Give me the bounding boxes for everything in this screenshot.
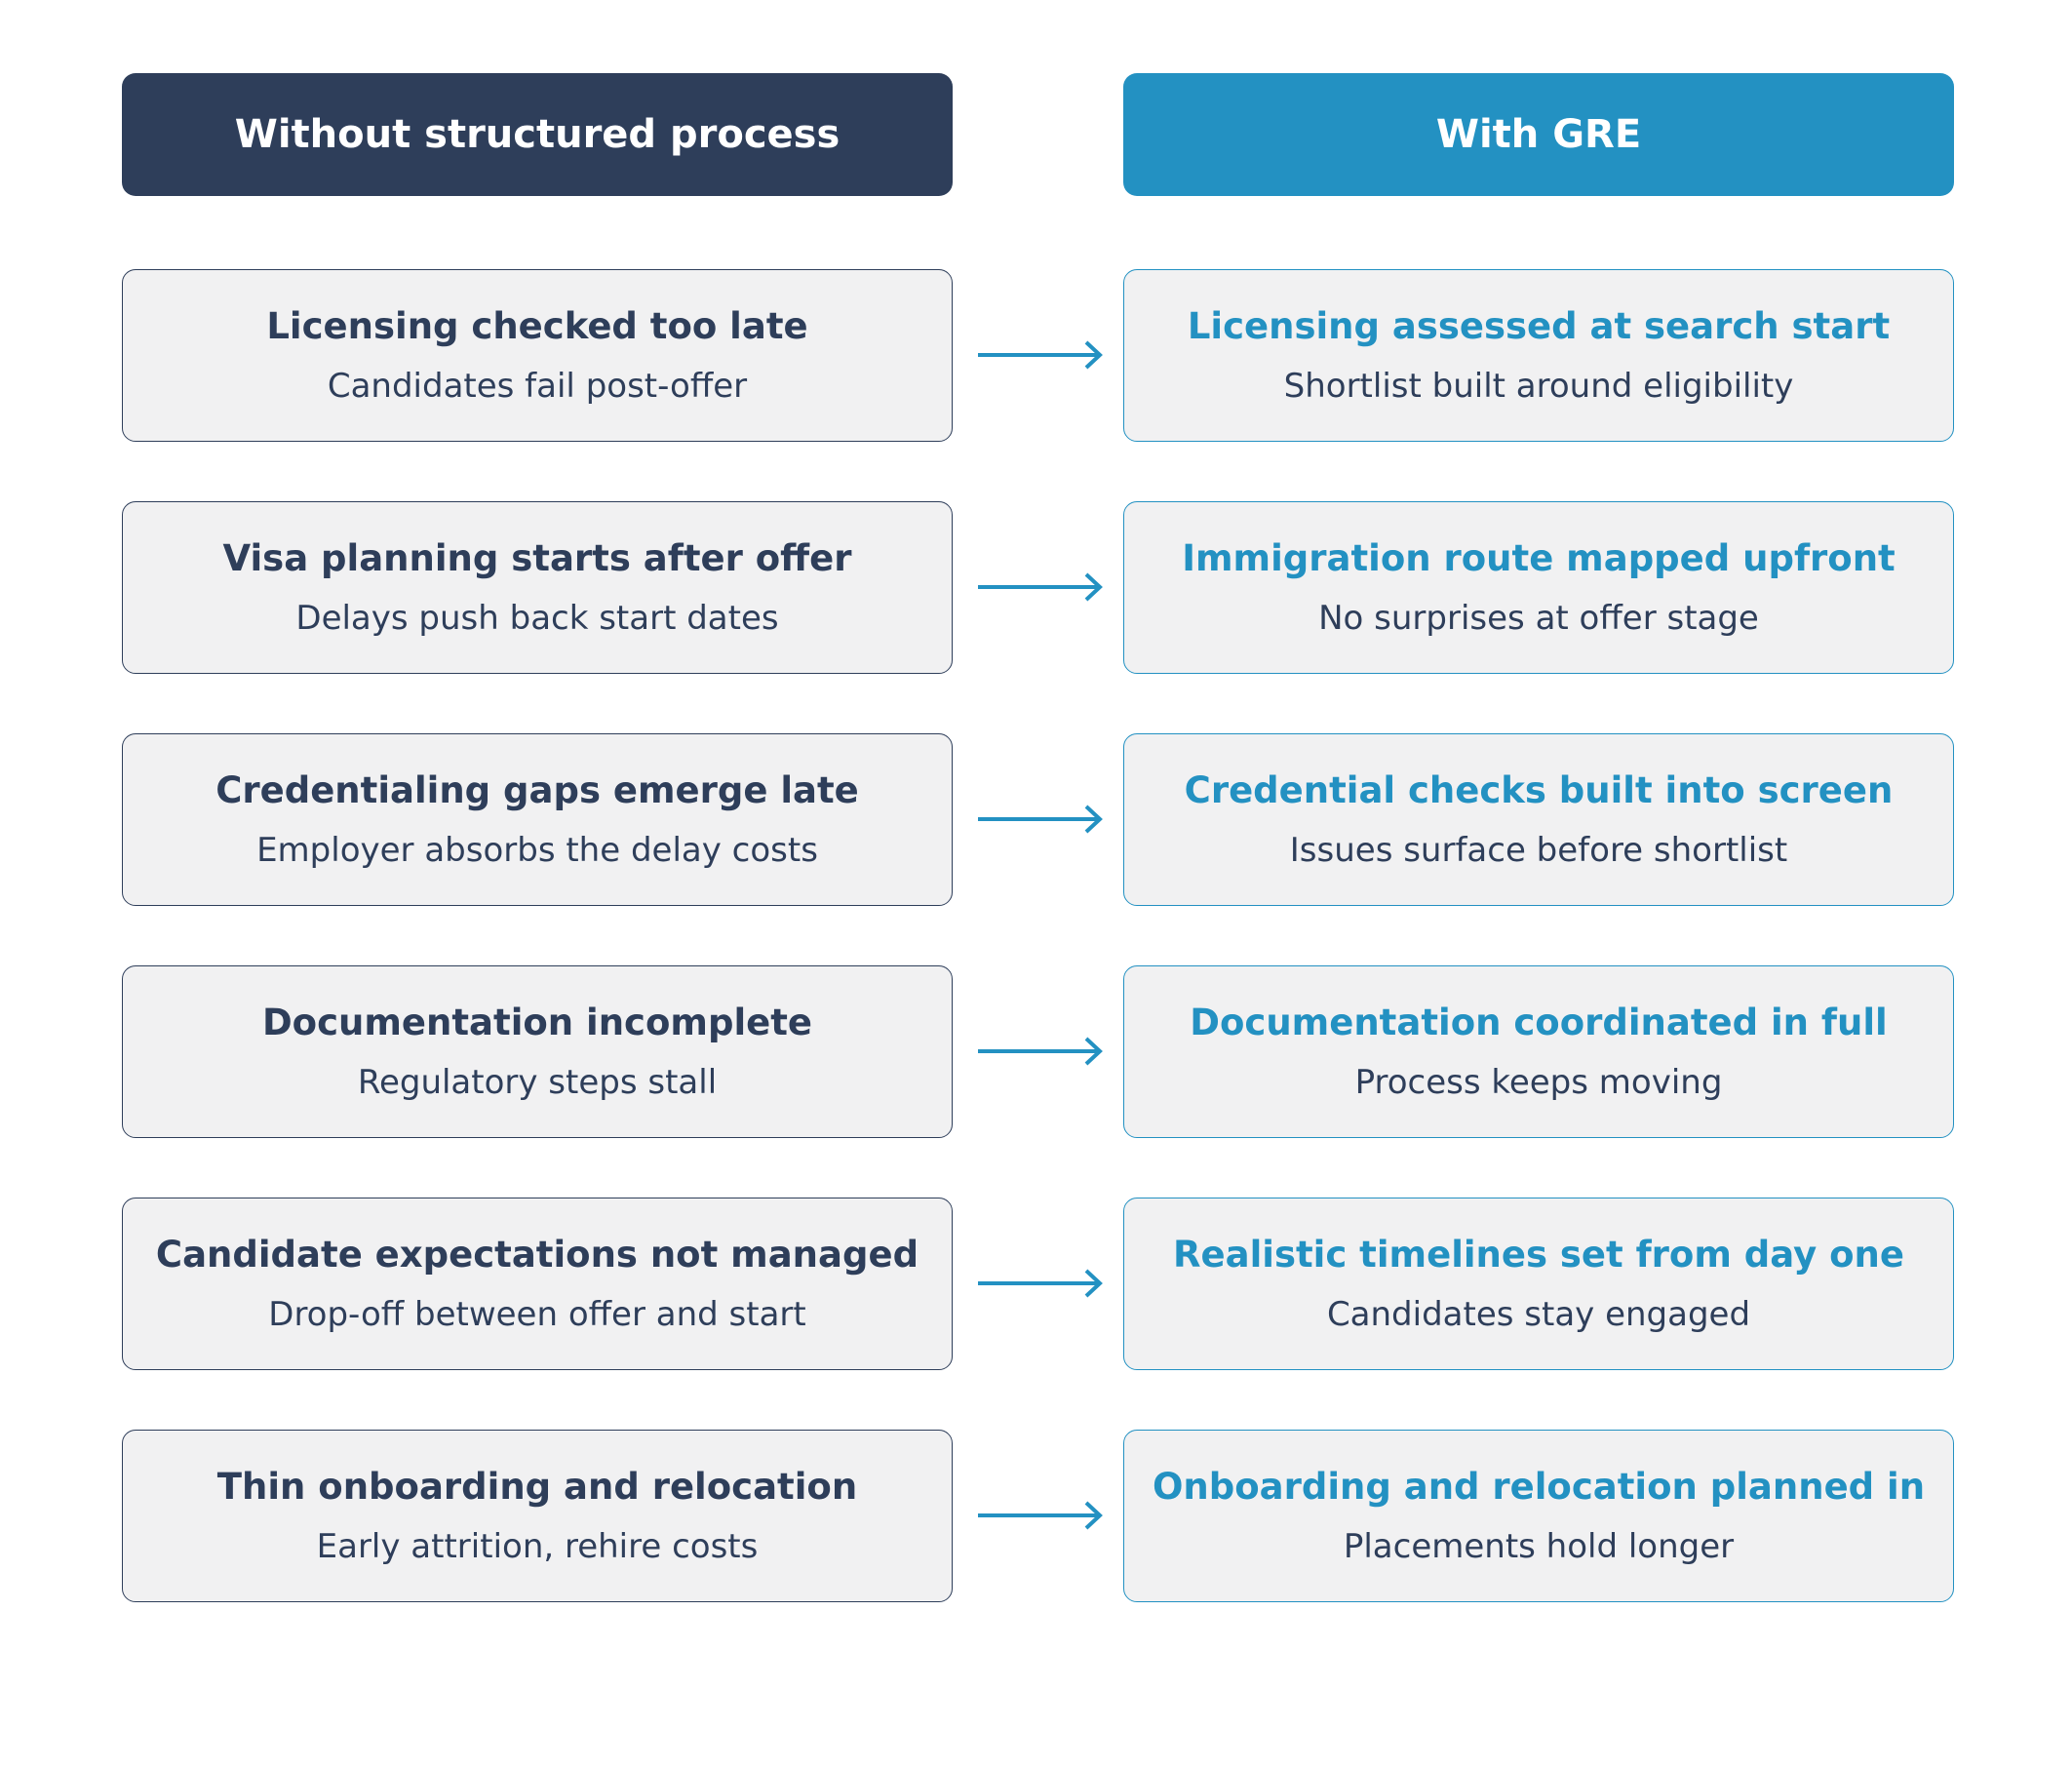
solution-card: Realistic timelines set from day one Can…: [1123, 1198, 1954, 1370]
problem-card: Candidate expectations not managed Drop-…: [122, 1198, 953, 1370]
comparison-row: Licensing checked too late Candidates fa…: [0, 269, 2072, 442]
problem-title: Visa planning starts after offer: [222, 537, 852, 579]
solution-title: Documentation coordinated in full: [1190, 1002, 1888, 1043]
header-with-gre: With GRE: [1123, 73, 1954, 196]
problem-subtitle: Employer absorbs the delay costs: [256, 831, 818, 870]
comparison-row: Candidate expectations not managed Drop-…: [0, 1198, 2072, 1370]
solution-title: Immigration route mapped upfront: [1182, 537, 1896, 579]
problem-card: Credentialing gaps emerge late Employer …: [122, 733, 953, 906]
solution-title: Licensing assessed at search start: [1187, 305, 1891, 347]
header-right-label: With GRE: [1435, 112, 1642, 157]
solution-subtitle: Issues surface before shortlist: [1289, 831, 1788, 870]
problem-title: Candidate expectations not managed: [155, 1234, 919, 1276]
problem-subtitle: Delays push back start dates: [295, 599, 779, 638]
problem-title: Licensing checked too late: [266, 305, 808, 347]
header-left-label: Without structured process: [234, 112, 841, 157]
arrow-right-icon: [978, 1037, 1103, 1066]
solution-card: Licensing assessed at search start Short…: [1123, 269, 1954, 442]
solution-title: Credential checks built into screen: [1184, 769, 1894, 811]
problem-subtitle: Regulatory steps stall: [357, 1063, 718, 1102]
solution-subtitle: Candidates stay engaged: [1326, 1295, 1751, 1334]
solution-subtitle: No surprises at offer stage: [1318, 599, 1759, 638]
problem-subtitle: Candidates fail post-offer: [327, 367, 748, 406]
comparison-row: Visa planning starts after offer Delays …: [0, 501, 2072, 674]
arrow-right-icon: [978, 572, 1103, 602]
problem-card: Thin onboarding and relocation Early att…: [122, 1430, 953, 1602]
comparison-row: Credentialing gaps emerge late Employer …: [0, 733, 2072, 906]
problem-subtitle: Drop-off between offer and start: [268, 1295, 806, 1334]
arrow-right-icon: [978, 1501, 1103, 1530]
problem-card: Visa planning starts after offer Delays …: [122, 501, 953, 674]
solution-card: Documentation coordinated in full Proces…: [1123, 965, 1954, 1138]
arrow-right-icon: [978, 1269, 1103, 1298]
problem-title: Thin onboarding and relocation: [216, 1466, 858, 1508]
solution-title: Realistic timelines set from day one: [1173, 1234, 1904, 1276]
problem-title: Documentation incomplete: [261, 1002, 813, 1043]
problem-card: Documentation incomplete Regulatory step…: [122, 965, 953, 1138]
problem-subtitle: Early attrition, rehire costs: [316, 1527, 759, 1566]
solution-subtitle: Placements hold longer: [1343, 1527, 1735, 1566]
solution-subtitle: Process keeps moving: [1354, 1063, 1723, 1102]
solution-card: Immigration route mapped upfront No surp…: [1123, 501, 1954, 674]
solution-title: Onboarding and relocation planned in: [1152, 1466, 1926, 1508]
solution-subtitle: Shortlist built around eligibility: [1283, 367, 1794, 406]
comparison-row: Documentation incomplete Regulatory step…: [0, 965, 2072, 1138]
arrow-right-icon: [978, 340, 1103, 370]
header-without-structured-process: Without structured process: [122, 73, 953, 196]
arrow-right-icon: [978, 805, 1103, 834]
problem-title: Credentialing gaps emerge late: [215, 769, 859, 811]
problem-card: Licensing checked too late Candidates fa…: [122, 269, 953, 442]
solution-card: Onboarding and relocation planned in Pla…: [1123, 1430, 1954, 1602]
solution-card: Credential checks built into screen Issu…: [1123, 733, 1954, 906]
comparison-row: Thin onboarding and relocation Early att…: [0, 1430, 2072, 1602]
